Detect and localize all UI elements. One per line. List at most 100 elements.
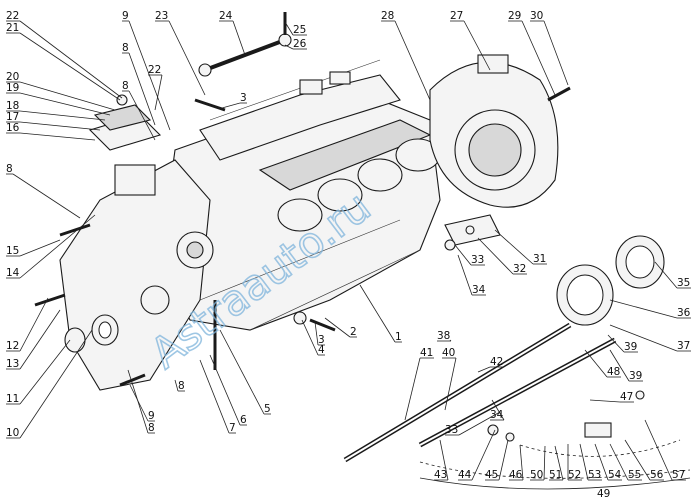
breather-assembly <box>88 94 162 196</box>
callout-32: 32 <box>513 263 526 275</box>
callout-57: 57 <box>672 469 685 481</box>
callout-5: 5 <box>264 403 271 415</box>
callout-43: 43 <box>434 469 447 481</box>
callout-15: 15 <box>6 245 19 257</box>
leader-line <box>458 411 501 436</box>
leader-line <box>154 74 163 111</box>
callout-50: 50 <box>530 469 543 481</box>
callout-54: 54 <box>608 469 622 481</box>
leader-line <box>19 132 96 141</box>
leader-line <box>457 254 473 296</box>
block-top-cover <box>199 71 401 161</box>
callout-13: 13 <box>6 358 19 370</box>
callout-42: 42 <box>490 356 503 368</box>
leader-line <box>449 339 452 342</box>
leader-line <box>221 102 241 109</box>
leader-line <box>609 299 678 319</box>
callout-39: 39 <box>629 370 642 382</box>
leader-line <box>19 32 121 101</box>
leader-line <box>19 110 106 121</box>
leader-line <box>454 244 472 266</box>
callout-8: 8 <box>148 422 155 434</box>
leader-line <box>19 92 111 116</box>
leader-line <box>128 90 156 141</box>
leader-line <box>543 445 546 481</box>
callout-8: 8 <box>178 380 185 392</box>
leader-line <box>609 443 629 481</box>
leader-line <box>129 384 149 422</box>
leader-line <box>519 444 524 481</box>
callout-40: 40 <box>442 347 455 359</box>
callout-29: 29 <box>508 10 521 22</box>
cylinder-block <box>159 59 441 331</box>
leader-line <box>498 439 509 481</box>
callout-27: 27 <box>450 10 463 22</box>
leader-line <box>19 121 101 131</box>
leader-line <box>284 44 294 50</box>
callout-16: 16 <box>6 122 20 134</box>
callout-12: 12 <box>6 340 19 352</box>
callout-30: 30 <box>530 10 543 22</box>
leader-line <box>128 20 171 131</box>
callout-7: 7 <box>229 422 236 434</box>
callout-53: 53 <box>588 469 601 481</box>
leader-line <box>491 399 505 421</box>
callout-33: 33 <box>471 254 484 266</box>
callout-3: 3 <box>240 92 247 104</box>
callout-8: 8 <box>122 42 129 54</box>
leader-line <box>579 443 589 481</box>
callout-1: 1 <box>395 331 402 343</box>
leader-line <box>607 334 625 353</box>
front-seal <box>64 314 119 353</box>
leader-line <box>609 324 678 352</box>
callout-3: 3 <box>318 334 325 346</box>
leader-line <box>589 399 621 403</box>
callout-11: 11 <box>6 393 19 405</box>
callout-46: 46 <box>509 469 523 481</box>
callout-6: 6 <box>240 414 247 426</box>
callout-2: 2 <box>350 326 357 338</box>
callout-9: 9 <box>122 10 129 22</box>
leader-line <box>19 239 61 257</box>
callout-56: 56 <box>650 469 664 481</box>
leader-line <box>324 317 351 338</box>
callout-55: 55 <box>628 469 641 481</box>
mounting-bracket <box>444 214 501 246</box>
leader-line <box>219 329 265 415</box>
oil-seals <box>556 235 665 326</box>
callout-18: 18 <box>6 100 19 112</box>
callout-34: 34 <box>490 409 504 421</box>
callout-28: 28 <box>381 10 394 22</box>
leader-line <box>19 20 123 99</box>
callout-47: 47 <box>620 391 633 403</box>
leader-line <box>19 297 49 352</box>
callout-31: 31 <box>533 253 546 265</box>
callout-34: 34 <box>472 284 486 296</box>
callout-14: 14 <box>6 267 20 279</box>
leader-line <box>444 357 457 411</box>
callout-10: 10 <box>6 427 19 439</box>
leader-line <box>19 214 96 279</box>
leader-line <box>609 349 630 382</box>
callout-17: 17 <box>6 111 19 123</box>
callout-21: 21 <box>6 22 19 34</box>
leader-line <box>471 429 496 481</box>
callout-35: 35 <box>677 277 690 289</box>
leader-line <box>594 443 609 481</box>
callout-23: 23 <box>155 10 168 22</box>
callout-41: 41 <box>420 347 433 359</box>
leader-line <box>314 321 319 346</box>
leader-line <box>477 366 491 373</box>
leader-line <box>232 20 246 56</box>
leader-line <box>439 439 449 481</box>
callout-45: 45 <box>485 469 498 481</box>
callout-48: 48 <box>607 366 620 378</box>
callout-44: 44 <box>458 469 472 481</box>
callout-22: 22 <box>6 10 19 22</box>
callout-38: 38 <box>437 330 450 342</box>
callout-52: 52 <box>568 469 581 481</box>
flywheel-housing <box>429 54 559 208</box>
callout-39: 39 <box>624 341 637 353</box>
callout-8: 8 <box>122 80 129 92</box>
